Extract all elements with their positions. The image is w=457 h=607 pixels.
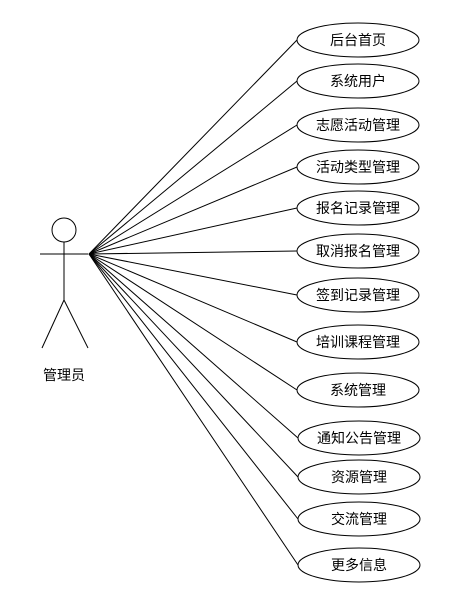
- use-case-node: 活动类型管理: [296, 149, 420, 185]
- use-case-label: 交流管理: [331, 511, 387, 528]
- use-case-node: 签到记录管理: [296, 277, 420, 313]
- use-case-label: 报名记录管理: [316, 201, 400, 217]
- association-line: [88, 207, 298, 255]
- actor: 管理员: [40, 217, 89, 384]
- use-cases: 后台首页系统用户志愿活动管理活动类型管理报名记录管理取消报名管理签到记录管理培训…: [296, 22, 421, 583]
- use-case-label: 培训课程管理: [316, 335, 400, 351]
- use-case-label: 签到记录管理: [316, 287, 400, 304]
- association-line: [88, 253, 299, 520]
- use-case-label: 志愿活动管理: [316, 118, 400, 134]
- use-case-node: 培训课程管理: [296, 324, 420, 360]
- association-line: [88, 253, 299, 566]
- use-case-label: 取消报名管理: [316, 244, 400, 260]
- association-line: [88, 80, 298, 255]
- use-case-node: 系统用户: [296, 63, 420, 99]
- association-line: [88, 124, 298, 255]
- use-case-ellipse: [296, 107, 420, 143]
- use-case-label: 系统管理: [330, 383, 386, 399]
- use-case-node: 更多信息: [297, 547, 421, 583]
- association-line: [88, 166, 298, 255]
- actor-left-leg: [41, 299, 65, 349]
- use-case-ellipse: [297, 501, 421, 537]
- use-case-node: 交流管理: [297, 501, 421, 537]
- use-case-ellipse: [297, 420, 421, 456]
- association-lines: [88, 39, 299, 566]
- association-line: [88, 39, 298, 255]
- association-line: [88, 253, 299, 439]
- use-case-node: 通知公告管理: [297, 420, 421, 456]
- use-case-label: 活动类型管理: [316, 160, 400, 176]
- use-case-ellipse: [297, 459, 421, 495]
- association-line: [88, 253, 298, 296]
- use-case-node: 后台首页: [296, 22, 420, 58]
- actor-head: [51, 217, 77, 243]
- association-line: [88, 253, 298, 343]
- association-line: [88, 253, 298, 391]
- use-case-node: 报名记录管理: [296, 190, 420, 226]
- use-case-node: 志愿活动管理: [296, 107, 420, 143]
- actor-label: 管理员: [43, 368, 85, 384]
- use-case-ellipse: [296, 149, 420, 185]
- use-case-ellipse: [296, 22, 420, 58]
- use-case-ellipse: [296, 372, 420, 408]
- use-case-ellipse: [296, 324, 420, 360]
- use-case-node: 取消报名管理: [296, 233, 420, 269]
- use-case-label: 通知公告管理: [317, 430, 401, 447]
- use-case-ellipse: [296, 63, 420, 99]
- use-case-label: 更多信息: [331, 557, 387, 574]
- use-case-label: 后台首页: [330, 33, 386, 49]
- association-line: [88, 250, 298, 255]
- use-case-label: 系统用户: [330, 73, 386, 90]
- association-line: [88, 253, 299, 478]
- use-case-ellipse: [296, 277, 420, 313]
- use-case-node: 系统管理: [296, 372, 420, 408]
- use-case-ellipse: [296, 190, 420, 226]
- use-case-node: 资源管理: [297, 459, 421, 495]
- use-case-label: 资源管理: [331, 470, 387, 486]
- use-case-ellipse: [297, 547, 421, 583]
- use-case-ellipse: [296, 233, 420, 269]
- actor-right-leg: [63, 299, 89, 349]
